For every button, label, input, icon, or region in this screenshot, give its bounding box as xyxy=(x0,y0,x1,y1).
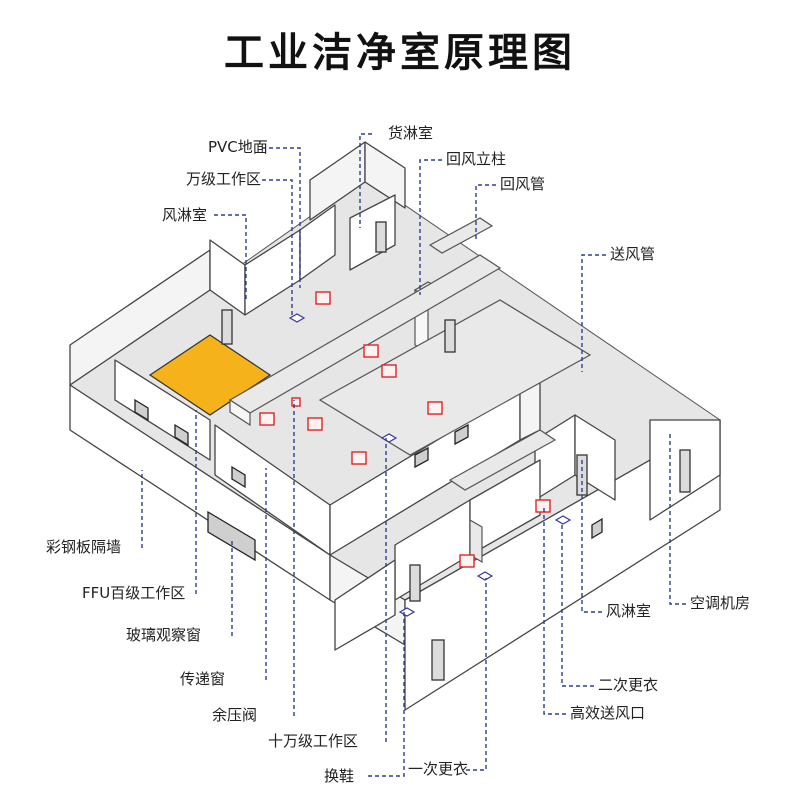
window-corridor-2 xyxy=(454,423,469,446)
supply-duct-main-side xyxy=(229,398,251,427)
label-yuya: 余压阀 xyxy=(212,706,257,724)
leader-fenglin-right xyxy=(581,458,602,613)
label-fenglin-left: 风淋室 xyxy=(162,206,207,224)
label-gaoxiao: 高效送风口 xyxy=(570,704,645,722)
label-ffu: FFU百级工作区 xyxy=(82,584,185,602)
label-wanji: 万级工作区 xyxy=(186,170,261,188)
hepa-outlet-8 xyxy=(535,499,551,513)
label-kongtiao: 空调机房 xyxy=(690,594,750,612)
leader-huanxie xyxy=(368,612,405,777)
label-caigang: 彩钢板隔墙 xyxy=(46,538,121,556)
hepa-outlet-6 xyxy=(427,401,443,415)
hepa-outlet-2 xyxy=(363,344,379,358)
supply-duct-drop xyxy=(469,518,483,564)
leader-huifeng-lizhu xyxy=(419,159,442,295)
hepa-outlet-3 xyxy=(381,364,397,378)
door-airshower-left xyxy=(221,309,233,345)
hepa-outlet-9 xyxy=(459,554,475,568)
leader-erci xyxy=(561,522,594,687)
label-fenglin-right: 风淋室 xyxy=(606,602,651,620)
leader-lines xyxy=(141,133,686,777)
window-right xyxy=(591,517,603,540)
supply-duct-loop xyxy=(318,299,592,456)
door-ac-room xyxy=(679,449,691,493)
leader-huifeng-guan xyxy=(475,184,496,240)
partition-wanji xyxy=(299,204,336,281)
hepa-outlet-4 xyxy=(259,412,275,426)
return-air-duct xyxy=(428,217,494,254)
leader-gaoxiao xyxy=(543,508,566,715)
label-songfeng-guan: 送风管 xyxy=(610,245,655,263)
window-corridor-1 xyxy=(414,446,429,469)
grille-5 xyxy=(554,515,572,525)
window-3 xyxy=(231,465,246,489)
door-huolin xyxy=(375,221,387,253)
supply-duct-branch xyxy=(448,429,557,491)
label-shiwan: 十万级工作区 xyxy=(268,732,358,750)
label-huolin: 货淋室 xyxy=(388,124,433,142)
cleanroom-building xyxy=(69,141,721,711)
diagram-title: 工业洁净室原理图 xyxy=(224,30,576,76)
door-corridor xyxy=(444,319,456,353)
leader-wanji xyxy=(262,179,293,318)
leader-songfeng-guan xyxy=(581,254,606,372)
label-chuandi: 传递窗 xyxy=(180,670,225,688)
grille-1 xyxy=(288,313,306,323)
window-observation-large xyxy=(207,510,256,562)
leader-pvc xyxy=(262,147,301,288)
hepa-outlet-5 xyxy=(307,417,323,431)
label-pvc: PVC地面 xyxy=(208,138,268,156)
pass-through-box xyxy=(291,397,301,407)
label-huifeng-guan: 回风管 xyxy=(500,175,545,193)
shoe-room-wall xyxy=(334,559,396,651)
hepa-outlet-7 xyxy=(351,451,367,465)
leader-yici xyxy=(466,578,487,771)
label-huifeng-lizhu: 回风立柱 xyxy=(446,150,506,168)
label-boli: 玻璃观察窗 xyxy=(126,626,201,644)
door-main-entry xyxy=(431,639,445,681)
window-1 xyxy=(134,398,149,422)
window-2 xyxy=(174,423,189,447)
door-changing xyxy=(409,564,421,602)
label-erci: 二次更衣 xyxy=(598,676,658,694)
grille-3 xyxy=(476,571,494,581)
leader-fenglin-left xyxy=(214,214,247,300)
leader-kongtiao xyxy=(669,432,686,605)
label-huanxie: 换鞋 xyxy=(324,767,354,785)
label-yici: 一次更衣 xyxy=(408,760,468,778)
labels: 货淋室 PVC地面 回风立柱 万级工作区 回风管 风淋室 送风管 彩钢板隔墙 F… xyxy=(46,124,750,785)
hepa-outlet-1 xyxy=(315,291,331,305)
leader-huolin xyxy=(359,133,372,228)
